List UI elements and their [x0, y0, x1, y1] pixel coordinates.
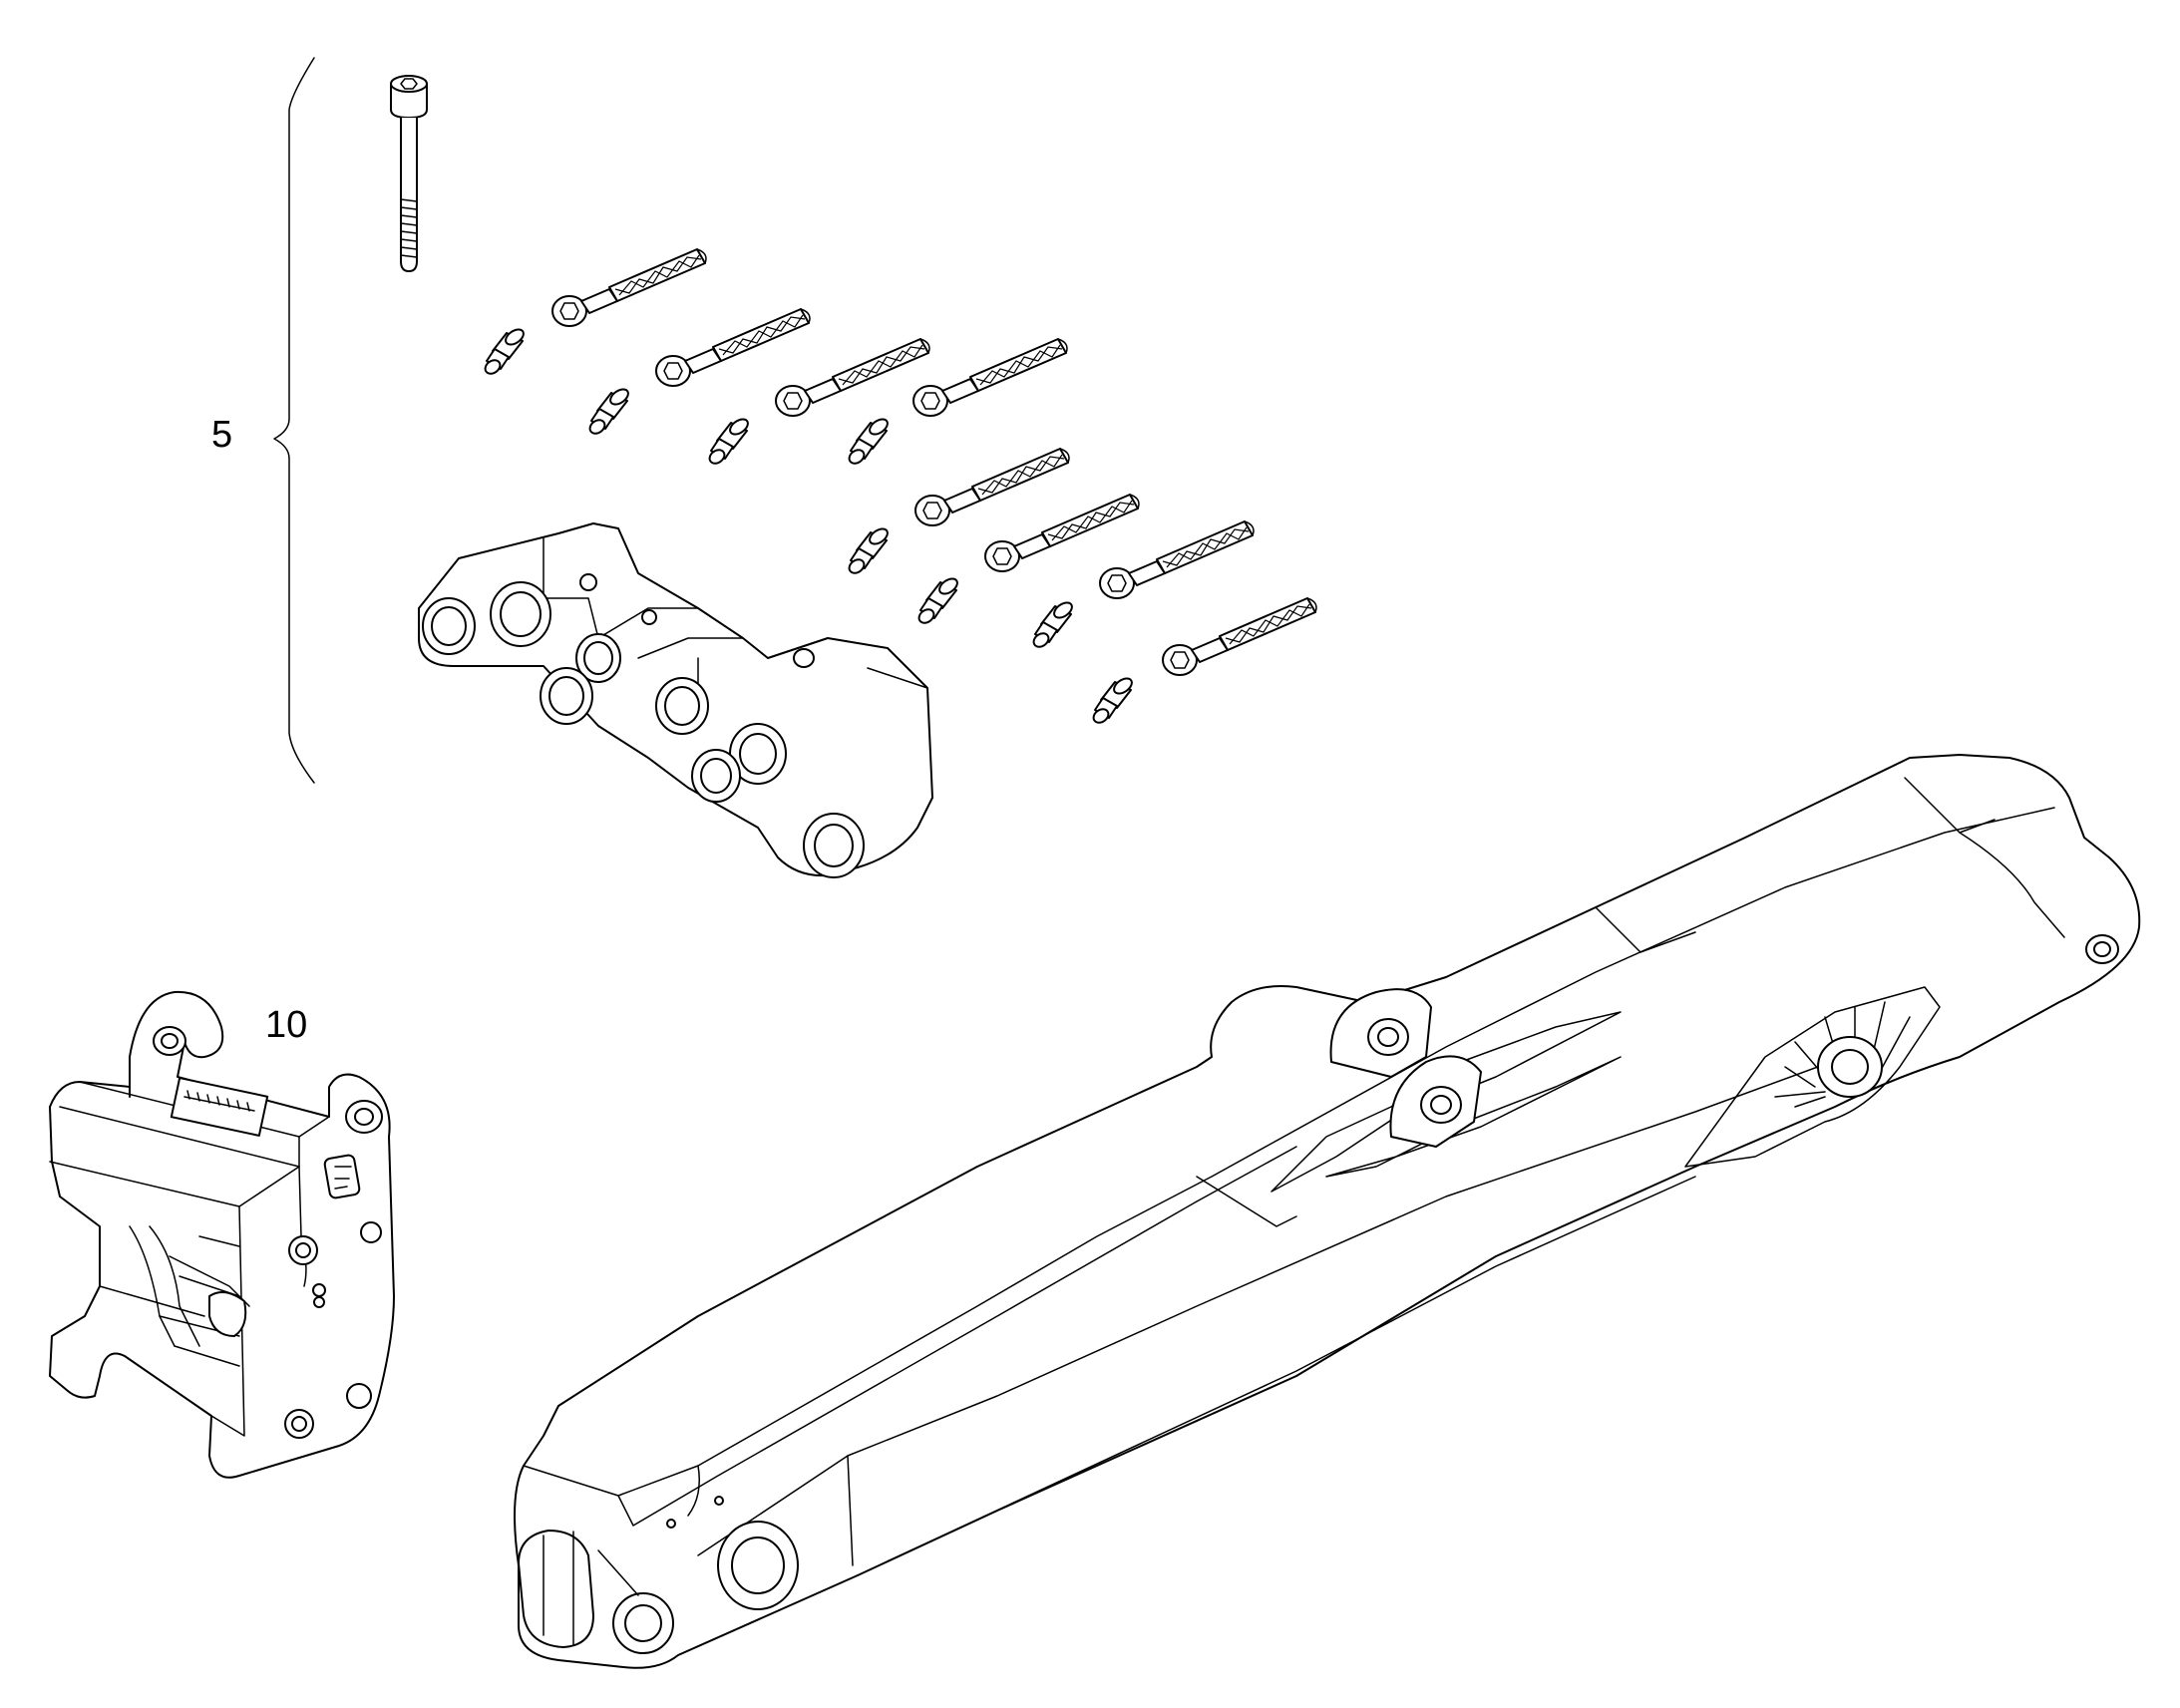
- hose-row-2[interactable]: [586, 308, 811, 438]
- quick-coupler[interactable]: [49, 990, 395, 1479]
- dipper-arm[interactable]: [514, 754, 2141, 1669]
- hose-row-8[interactable]: [1090, 597, 1317, 727]
- hose-row-3[interactable]: [706, 338, 930, 468]
- cap-screw[interactable]: [390, 75, 428, 272]
- hose-row-5[interactable]: [846, 448, 1070, 577]
- callout-10[interactable]: 10: [265, 1004, 307, 1046]
- kit-brace: [273, 57, 315, 784]
- valve-block[interactable]: [418, 522, 933, 878]
- callout-5[interactable]: 5: [211, 414, 232, 456]
